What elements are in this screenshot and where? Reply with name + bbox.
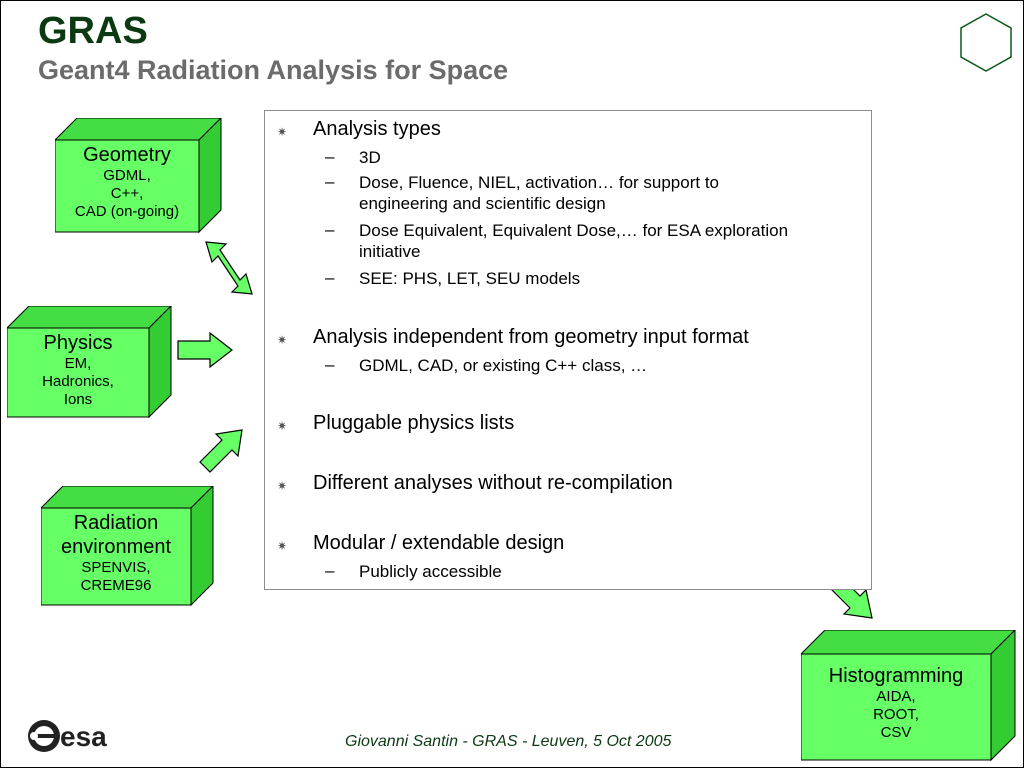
histogramming-title: Histogramming — [828, 665, 964, 687]
sub-bullet-line: Dose Equivalent, Equivalent Dose,… for E… — [359, 221, 789, 240]
content-box: ✷ Analysis types – 3D – Dose, Fluence, N… — [264, 110, 872, 590]
hexagon-icon — [960, 13, 1012, 72]
footer-text: Giovanni Santin - GRAS - Leuven, 5 Oct 2… — [345, 733, 672, 750]
radiation-box-shape — [41, 486, 214, 607]
radiation-line: SPENVIS, — [81, 559, 151, 576]
dash-icon: – — [325, 268, 335, 287]
bullet-text: Modular / extendable design — [313, 532, 565, 554]
bullet-icon: ✷ — [277, 419, 288, 433]
sub-bullet-text: Publicly accessible — [359, 561, 869, 582]
physics-line: Hadronics, — [42, 373, 114, 390]
geometry-box: Geometry GDML, C++, CAD (on-going) — [55, 118, 223, 234]
physics-box: Physics EM, Hadronics, Ions — [7, 306, 173, 419]
geometry-line: C++, — [110, 185, 144, 202]
sub-bullet-text: GDML, CAD, or existing C++ class, … — [359, 355, 869, 376]
dash-icon: – — [325, 561, 335, 580]
bullet-text: Analysis independent from geometry input… — [313, 326, 749, 348]
sub-bullet-line: 3D — [359, 148, 381, 167]
sub-bullet-line: initiative — [359, 242, 421, 261]
sub-bullet-text: 3D — [359, 147, 869, 168]
physics-title: Physics — [43, 332, 113, 354]
bullet-text: Different analyses without re-compilatio… — [313, 472, 673, 494]
geometry-line: GDML, — [103, 167, 151, 184]
geometry-line: CAD (on-going) — [74, 203, 180, 220]
bullet-text: Analysis types — [313, 118, 441, 140]
physics-line: EM, — [64, 355, 92, 372]
sub-bullet-line: GDML, CAD, or existing C++ class, … — [359, 356, 648, 375]
bullet-icon: ✷ — [277, 333, 288, 347]
up-right-arrow-icon — [199, 429, 243, 473]
sub-bullet-line: Publicly accessible — [359, 562, 502, 581]
bullet-icon: ✷ — [277, 125, 288, 139]
histogramming-box-shape — [801, 630, 1016, 762]
physics-line: Ions — [63, 391, 93, 408]
histogramming-line: ROOT, — [873, 706, 919, 723]
histogramming-line: CSV — [880, 724, 912, 741]
dash-icon: – — [325, 220, 335, 239]
radiation-title: environment — [60, 536, 172, 558]
slide-subtitle: Geant4 Radiation Analysis for Space — [38, 55, 509, 85]
geometry-title: Geometry — [83, 144, 171, 166]
sub-bullet-text: SEE: PHS, LET, SEU models — [359, 268, 869, 289]
sub-bullet-text: Dose, Fluence, NIEL, activation… for sup… — [359, 172, 869, 214]
sub-bullet-text: Dose Equivalent, Equivalent Dose,… for E… — [359, 220, 869, 262]
radiation-title: Radiation — [73, 512, 159, 534]
dash-icon: – — [325, 147, 335, 166]
esa-logo-text: esa — [60, 721, 107, 752]
radiation-line: CREME96 — [80, 577, 152, 594]
sub-bullet-line: engineering and scientific design — [359, 194, 606, 213]
slide-title: GRAS — [38, 10, 148, 52]
double-arrow-icon — [205, 241, 253, 295]
esa-logo: esa — [28, 720, 107, 752]
bullet-icon: ✷ — [277, 479, 288, 493]
geometry-box-shape — [55, 118, 222, 234]
histogramming-line: AIDA, — [876, 688, 916, 705]
bullet-text: Pluggable physics lists — [313, 412, 515, 434]
sub-bullet-line: Dose, Fluence, NIEL, activation… for sup… — [359, 173, 720, 192]
bullet-icon: ✷ — [277, 539, 288, 553]
sub-bullet-line: SEE: PHS, LET, SEU models — [359, 269, 581, 288]
dash-icon: – — [325, 355, 335, 374]
radiation-environment-box: Radiation environment SPENVIS, CREME96 — [41, 486, 215, 607]
physics-box-shape — [7, 306, 172, 419]
histogramming-box: Histogramming AIDA, ROOT, CSV — [801, 630, 1017, 762]
dash-icon: – — [325, 172, 335, 191]
right-arrow-icon — [177, 331, 233, 369]
